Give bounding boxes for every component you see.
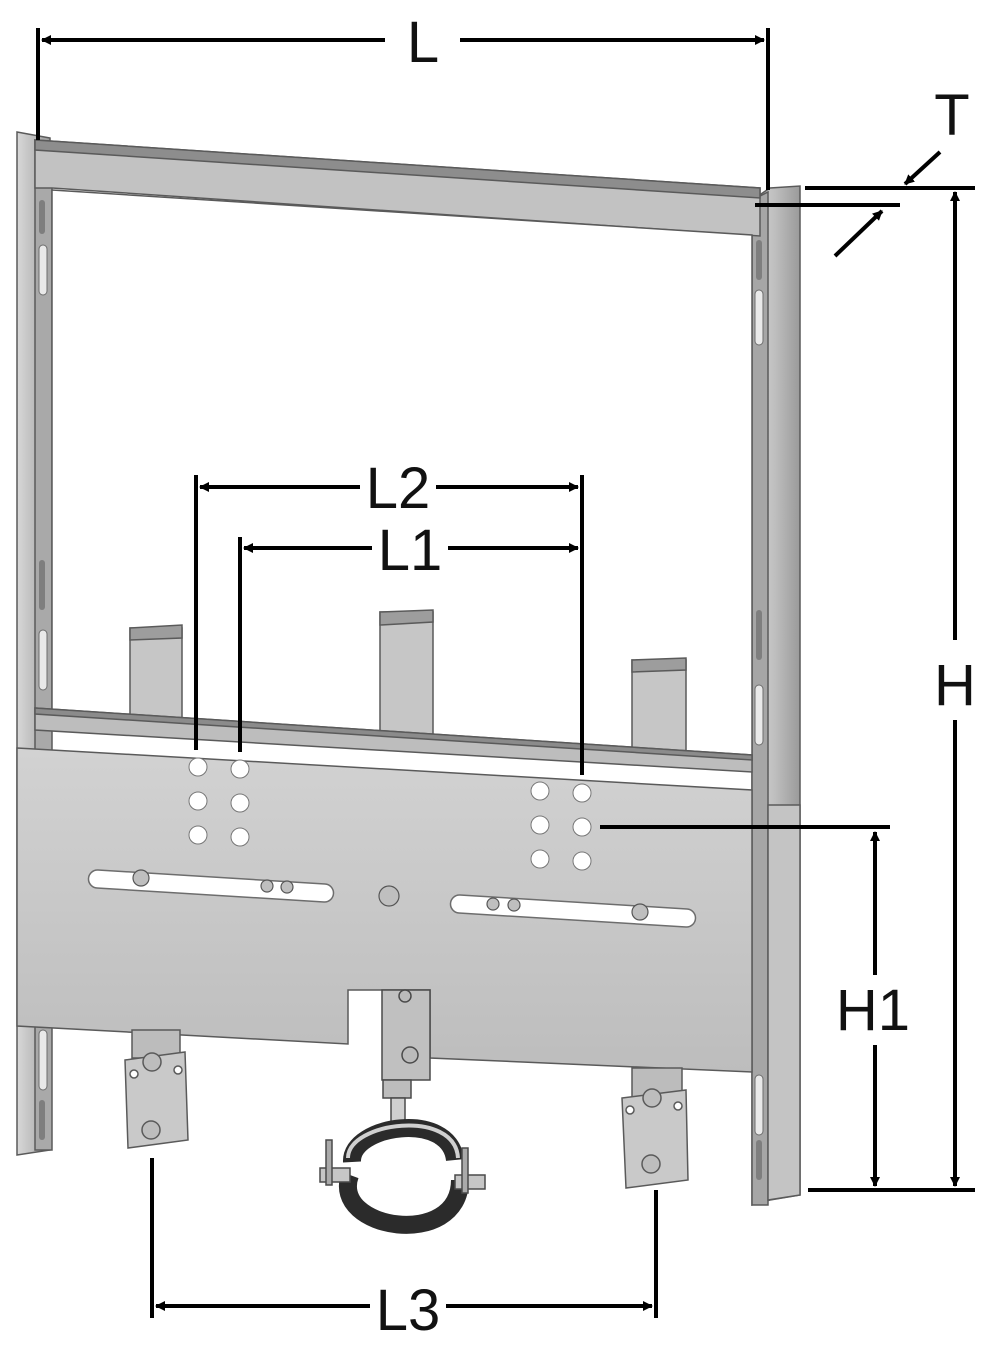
right-upright-lower — [767, 804, 801, 1201]
label-H: H — [934, 653, 976, 718]
dimension-lines — [36, 28, 975, 1318]
slot-screws — [132, 869, 649, 921]
label-L: L — [407, 10, 439, 75]
frame — [16, 131, 801, 1206]
label-L2: L2 — [366, 456, 431, 521]
foot-right — [621, 1067, 689, 1189]
upright-slots — [38, 200, 764, 1180]
label-L3: L3 — [376, 1278, 441, 1343]
connection-holes-left — [188, 757, 250, 847]
cross-rail — [34, 707, 753, 773]
connection-holes-right — [530, 781, 592, 871]
foot-left — [124, 1029, 189, 1149]
label-L1: L1 — [378, 518, 443, 583]
label-H1: H1 — [836, 978, 910, 1043]
pipe-clamp — [319, 989, 486, 1234]
stud-right — [631, 659, 687, 761]
top-rail-lip — [34, 139, 761, 199]
studs — [129, 609, 687, 761]
stud-center — [379, 611, 434, 741]
label-T: T — [934, 83, 969, 148]
